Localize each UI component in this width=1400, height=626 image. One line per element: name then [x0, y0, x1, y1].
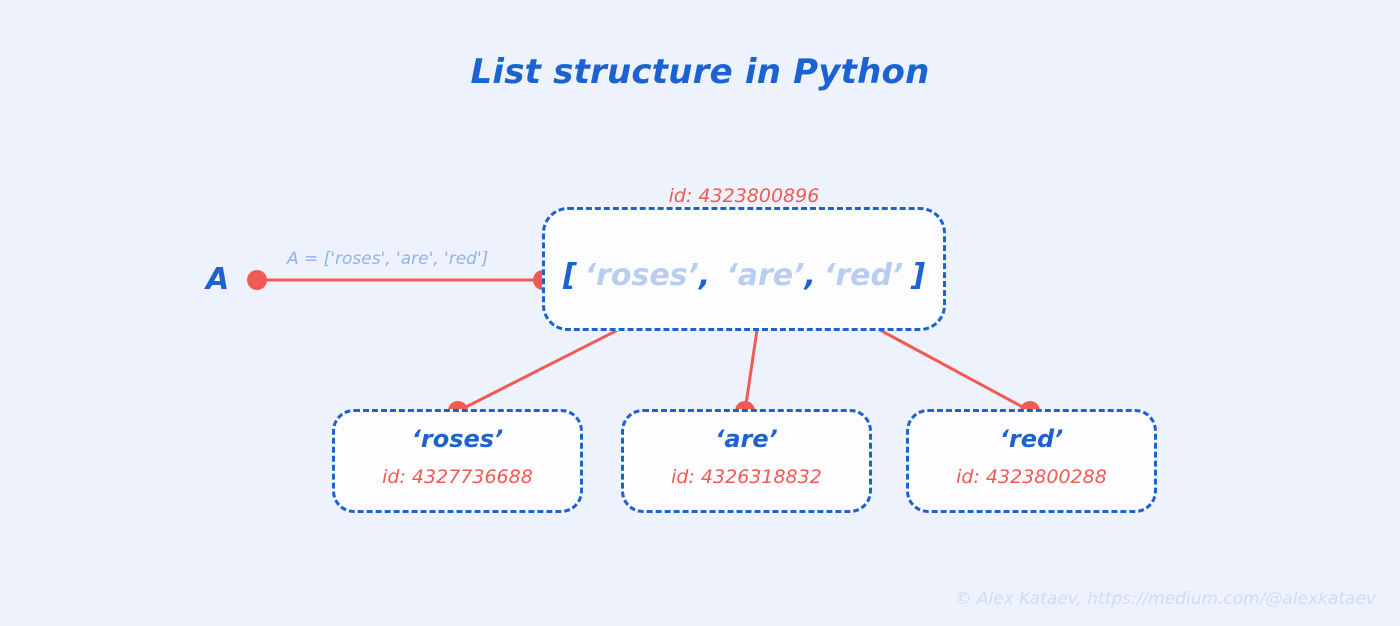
string-node-value-roses: ‘roses’	[411, 425, 504, 453]
footer-credit: © Alex Kataev, https://medium.com/@alexk…	[954, 589, 1376, 609]
list-node-box	[542, 207, 946, 331]
string-node-id-roses: id: 4327736688	[382, 466, 533, 488]
list-literal: [‘roses’,‘are’,‘red’]	[542, 258, 946, 293]
list-item-2: ‘red’	[823, 258, 904, 293]
list-item-0: ‘roses’	[584, 258, 699, 293]
list-comma-1: ,	[804, 258, 816, 293]
string-node-box-red	[906, 409, 1157, 513]
string-node-box-are	[621, 409, 872, 513]
string-node-id-are: id: 4326318832	[671, 466, 822, 488]
list-item-1: ‘are’	[726, 258, 805, 293]
assignment-annotation: A = ['roses', 'are', 'red']	[287, 249, 489, 269]
page-title: List structure in Python	[470, 52, 930, 92]
list-id-caption: id: 4323800896	[668, 185, 820, 207]
string-node-box-roses	[332, 409, 583, 513]
string-node-value-red: ‘red’	[999, 425, 1064, 453]
list-close-bracket: ]	[911, 258, 926, 293]
string-node-value-are: ‘are’	[715, 425, 778, 453]
dot-variable-anchor	[247, 270, 267, 290]
list-comma-0: ,	[698, 258, 711, 293]
string-node-id-red: id: 4323800288	[956, 466, 1107, 488]
variable-label: A	[206, 262, 230, 297]
list-open-bracket: [	[562, 258, 577, 293]
